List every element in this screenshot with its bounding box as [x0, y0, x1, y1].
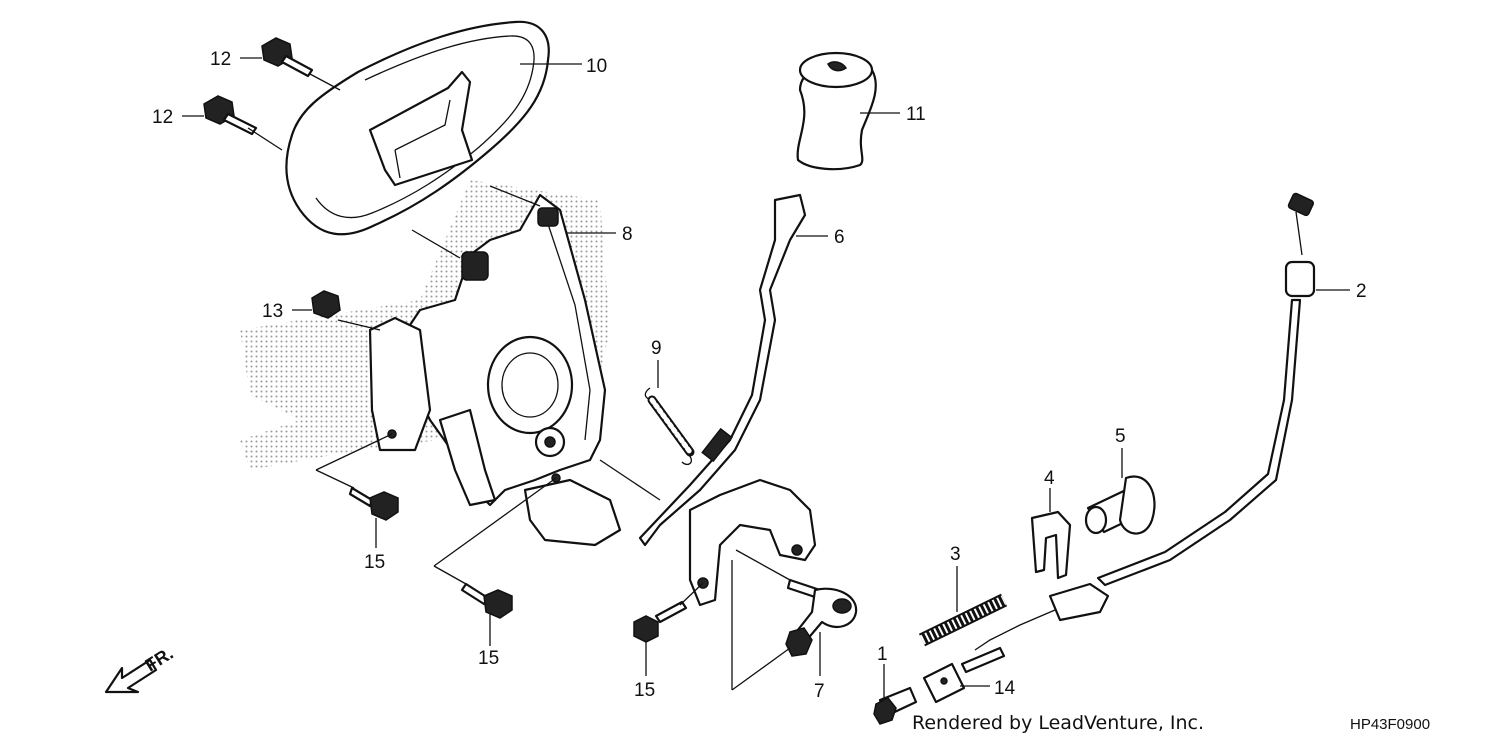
part-14-collar[interactable]: [922, 662, 966, 704]
part-15-bolt-right[interactable]: [633, 600, 688, 643]
callout-9: 9: [651, 338, 662, 359]
callout-12-lower: 12: [152, 107, 173, 128]
callout-10: 10: [586, 56, 607, 77]
callout-8: 8: [622, 224, 633, 245]
callout-2: 2: [1356, 281, 1367, 302]
callout-4: 4: [1044, 468, 1055, 489]
part-11-shift-knob[interactable]: [796, 51, 877, 171]
part-3-spring[interactable]: [918, 593, 1008, 647]
callout-numbers: 12 12 10 11 6 8 13 2 9 5 4 3 15 15 15 1 …: [152, 49, 1367, 702]
callout-7: 7: [814, 681, 825, 702]
front-direction-arrow-icon: FR.: [104, 643, 177, 694]
callout-3: 3: [950, 544, 961, 565]
callout-15-center: 15: [478, 648, 499, 669]
part-15-bolt-left[interactable]: [348, 486, 399, 521]
diagram-code: HP43F0900: [1350, 716, 1431, 733]
part-4-clip[interactable]: [1030, 510, 1072, 580]
render-credit: Rendered by LeadVenture, Inc.: [912, 712, 1205, 734]
part-12-bolt-upper[interactable]: [261, 37, 314, 78]
callout-1: 1: [877, 644, 888, 665]
assembly-lines: [247, 73, 791, 691]
part-5-grommet[interactable]: [1084, 475, 1156, 535]
part-6-shift-lever[interactable]: [638, 193, 817, 607]
callout-14: 14: [994, 678, 1016, 699]
part-7-cable-joint[interactable]: [785, 578, 858, 657]
callout-5: 5: [1115, 426, 1126, 447]
callout-15-right: 15: [634, 680, 655, 701]
callout-11: 11: [906, 104, 926, 125]
part-13-nut[interactable]: [311, 290, 341, 319]
part-15-bolt-center[interactable]: [460, 582, 513, 619]
part-2-shift-cable[interactable]: [960, 192, 1316, 674]
part-9-spring[interactable]: [644, 387, 695, 466]
callout-13: 13: [262, 301, 283, 322]
part-8-shift-bracket[interactable]: [368, 193, 622, 547]
leader-lines: [182, 57, 1350, 700]
callout-15-left: 15: [364, 552, 385, 573]
callout-12-upper: 12: [210, 49, 231, 70]
part-12-bolt-lower[interactable]: [203, 95, 258, 136]
callout-6: 6: [834, 227, 845, 248]
part-1-pin[interactable]: [873, 686, 918, 725]
part-10-boot-cover[interactable]: [285, 20, 550, 236]
